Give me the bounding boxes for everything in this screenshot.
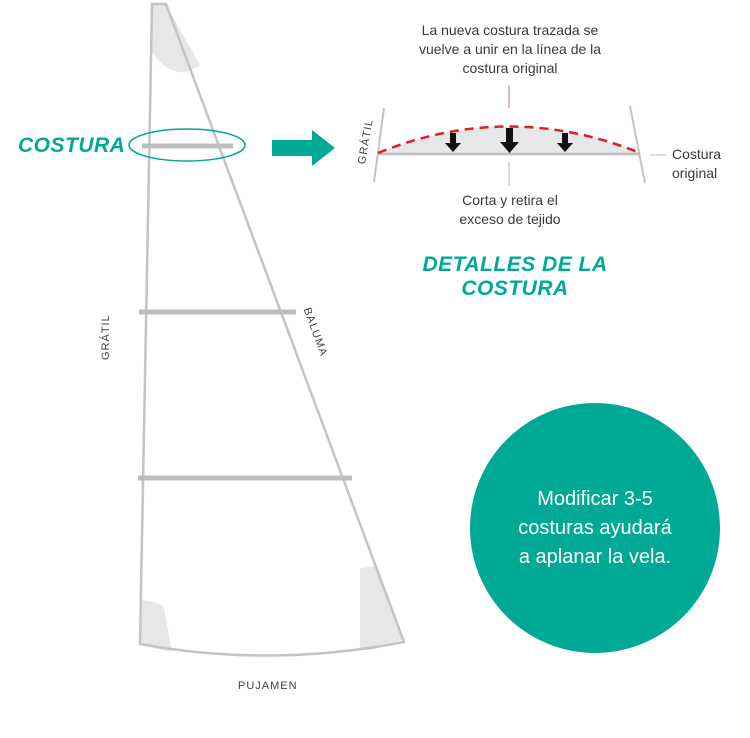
clew-patch bbox=[360, 566, 402, 650]
down-arrow-icon bbox=[445, 133, 461, 152]
arrow-right-icon bbox=[272, 130, 335, 166]
cut-note: Corta y retira el exceso de tejido bbox=[459, 192, 561, 227]
foot-label: PUJAMEN bbox=[238, 680, 298, 692]
down-arrow-icon bbox=[557, 133, 573, 152]
original-seam-note: Costura original bbox=[672, 146, 722, 181]
detail-title: DETALLES DE LA COSTURA bbox=[422, 253, 608, 300]
detail-leech-line bbox=[629, 105, 646, 184]
seam-callout-label: COSTURA bbox=[18, 134, 126, 157]
detail-luff-line bbox=[373, 107, 385, 183]
luff-label: GRÁTIL bbox=[100, 314, 112, 360]
down-arrow-icon bbox=[500, 128, 519, 153]
tack-patch bbox=[141, 600, 172, 652]
sail-outline bbox=[138, 2, 406, 657]
new-seam-note: La nueva costura trazada se vuelve a uni… bbox=[418, 22, 602, 76]
new-seam-dashed-line bbox=[377, 125, 641, 155]
info-circle: Modificar 3-5 costuras ayudará a aplanar… bbox=[470, 403, 720, 653]
info-circle-text: Modificar 3-5 costuras ayudará a aplanar… bbox=[518, 487, 672, 568]
seam-highlight-ellipse bbox=[128, 128, 246, 162]
head-patch bbox=[150, 5, 200, 73]
